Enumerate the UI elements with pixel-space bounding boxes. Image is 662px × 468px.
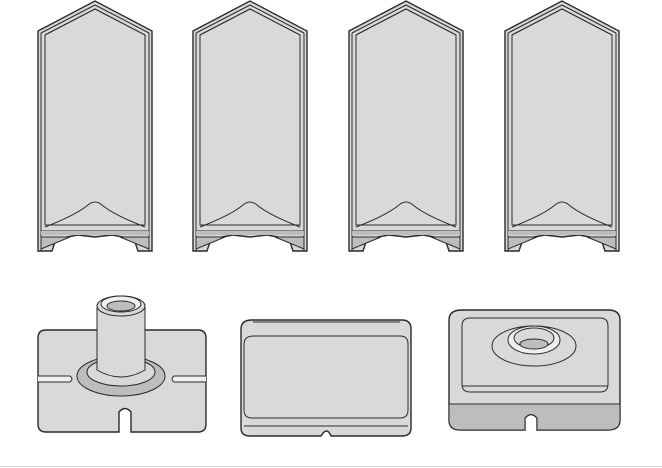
rectangular-frame bbox=[240, 319, 412, 437]
flanged-sleeve bbox=[37, 295, 207, 433]
chevron-panel-3 bbox=[348, 0, 464, 252]
chevron-panel-4 bbox=[504, 0, 620, 252]
chevron-panel-2 bbox=[192, 0, 308, 252]
chevron-panel-1 bbox=[37, 0, 153, 252]
bottom-rule bbox=[0, 466, 662, 467]
boss-plate bbox=[448, 309, 621, 431]
